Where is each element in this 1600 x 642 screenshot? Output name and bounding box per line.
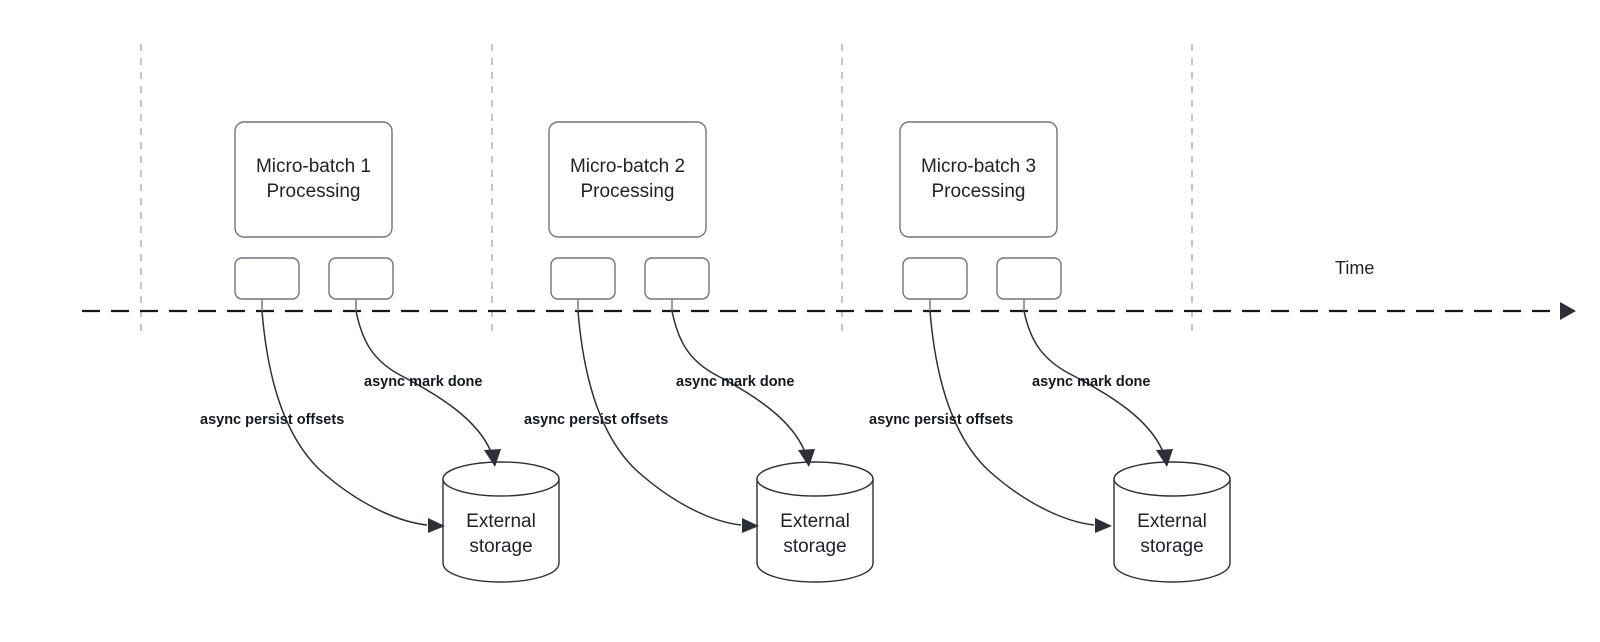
- external-storage-2-top: [756, 461, 874, 497]
- external-storage-3-label-line2: storage: [1140, 536, 1203, 557]
- external-storage-3-label-line1: External: [1137, 511, 1207, 532]
- async-persist-offsets-arrowhead-3: [1095, 518, 1112, 533]
- async-mark-done-arrowhead-3: [1156, 449, 1173, 467]
- external-storage-1-label-line1: External: [466, 511, 536, 532]
- async-mark-done-label-2: async mark done: [676, 374, 794, 390]
- async-mark-done-arrow-3: [1023, 310, 1164, 453]
- async-persist-offsets-arrow-1: [261, 310, 428, 526]
- external-storage-2-label-line1: External: [780, 511, 850, 532]
- async-mark-done-arrowhead-2: [798, 449, 815, 467]
- micro-batch-1-box[interactable]: [234, 121, 393, 238]
- micro-batch-1-label-line1: Micro-batch 1: [256, 156, 371, 177]
- external-storage-1-body: [442, 478, 560, 583]
- external-storage-2[interactable]: External storage: [756, 461, 874, 583]
- micro-batch-3-tick-box-right[interactable]: [996, 257, 1062, 300]
- async-persist-offsets-arrow-3: [929, 310, 1095, 526]
- time-axis: Time: [82, 258, 1576, 320]
- external-storage-1-label-line2: storage: [469, 536, 532, 557]
- external-storage-3[interactable]: External storage: [1113, 461, 1231, 583]
- micro-batch-2-box[interactable]: [548, 121, 707, 238]
- async-persist-offsets-label-1: async persist offsets: [200, 412, 344, 428]
- external-storage-2-body: [756, 478, 874, 583]
- async-mark-done-arrowhead-1: [484, 449, 501, 467]
- external-storage-3-body: [1113, 478, 1231, 583]
- micro-batch-2-tick-box-left[interactable]: [550, 257, 616, 300]
- micro-batch-2-tick-box-right[interactable]: [644, 257, 710, 300]
- async-persist-offsets-label-2: async persist offsets: [524, 412, 668, 428]
- boundary-guides: [140, 44, 1193, 332]
- async-persist-offsets-arrow-2: [577, 310, 742, 526]
- micro-batch-2-label-line2: Processing: [581, 181, 675, 202]
- async-persist-offsets-arrowhead-1: [428, 518, 445, 533]
- async-mark-done-label-1: async mark done: [364, 374, 482, 390]
- micro-batch-2-label-line1: Micro-batch 2: [570, 156, 685, 177]
- external-storage-2-label-line2: storage: [783, 536, 846, 557]
- micro-batch-1-tick-box-right[interactable]: [328, 257, 394, 300]
- micro-batch-group-2: Micro-batch 2 Processing External storag…: [524, 121, 874, 583]
- async-persist-offsets-label-3: async persist offsets: [869, 412, 1013, 428]
- external-storage-1[interactable]: External storage: [442, 461, 560, 583]
- micro-batch-1-label-line2: Processing: [267, 181, 361, 202]
- async-mark-done-label-3: async mark done: [1032, 374, 1150, 390]
- time-axis-label: Time: [1335, 258, 1374, 278]
- micro-batch-group-1: Micro-batch 1 Processing External storag…: [200, 121, 560, 583]
- time-axis-arrow-icon: [1560, 302, 1576, 320]
- micro-batch-3-box[interactable]: [899, 121, 1058, 238]
- micro-batch-3-label-line2: Processing: [932, 181, 1026, 202]
- async-persist-offsets-arrowhead-2: [742, 518, 759, 533]
- async-mark-done-arrow-2: [671, 310, 806, 453]
- micro-batch-group-3: Micro-batch 3 Processing External storag…: [869, 121, 1231, 583]
- micro-batch-3-tick-box-left[interactable]: [902, 257, 968, 300]
- micro-batch-1-tick-box-left[interactable]: [234, 257, 300, 300]
- external-storage-1-top: [442, 461, 560, 497]
- external-storage-3-top: [1113, 461, 1231, 497]
- async-mark-done-arrow-1: [355, 310, 492, 453]
- micro-batch-3-label-line1: Micro-batch 3: [921, 156, 1036, 177]
